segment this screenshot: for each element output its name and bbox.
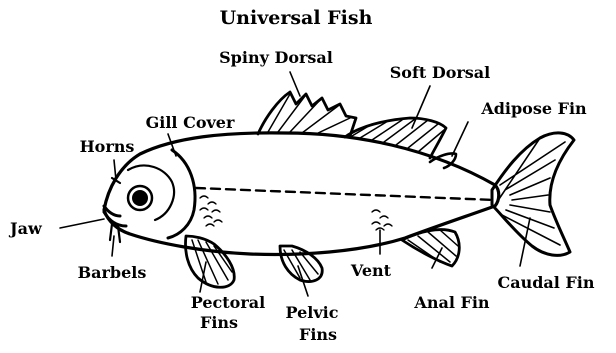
label-caudal-fin: Caudal Fin	[497, 273, 594, 292]
label-pelvic-line2: Fins	[299, 325, 337, 344]
label-anal-fin: Anal Fin	[413, 293, 490, 312]
spiny-dorsal-shape	[258, 92, 356, 136]
soft-dorsal-shape	[345, 118, 446, 158]
label-pectoral-line1: Pectoral	[191, 293, 265, 312]
anal-fin-shape	[402, 230, 459, 266]
label-jaw: Jaw	[8, 219, 43, 238]
label-spiny-dorsal: Spiny Dorsal	[219, 48, 333, 67]
label-gill-cover: Gill Cover	[146, 113, 235, 132]
pectoral-fin-shape	[186, 236, 235, 287]
gill-cover-outline	[168, 150, 195, 238]
label-pectoral-line2: Fins	[200, 313, 238, 332]
label-pelvic-line1: Pelvic	[286, 303, 339, 322]
label-barbels: Barbels	[78, 263, 147, 282]
label-horns: Horns	[80, 137, 135, 156]
label-vent: Vent	[350, 261, 392, 280]
part-labels: Spiny Dorsal Soft Dorsal Adipose Fin Gil…	[8, 48, 595, 344]
diagram-title: Universal Fish	[220, 7, 373, 29]
label-soft-dorsal: Soft Dorsal	[390, 63, 491, 82]
caudal-fin-shape	[492, 133, 574, 255]
fish-body-outline	[104, 133, 499, 255]
label-adipose-fin: Adipose Fin	[480, 99, 587, 118]
